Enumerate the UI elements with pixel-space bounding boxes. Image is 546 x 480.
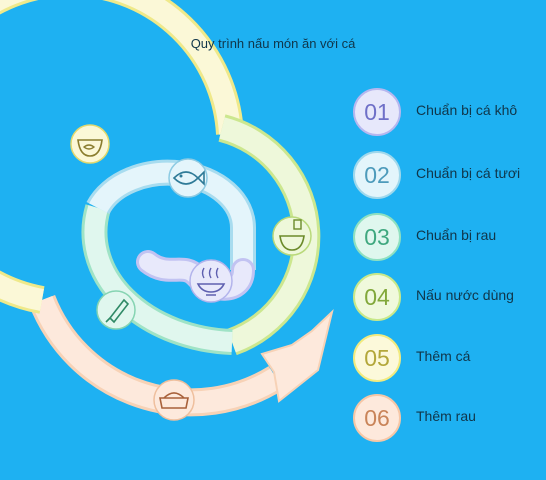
fish-icon (168, 158, 208, 198)
step-number-badge: 05 (353, 334, 401, 382)
step-number-badge: 01 (353, 88, 401, 136)
outer-peach-arc (28, 294, 334, 417)
step-number-badge: 03 (353, 213, 401, 261)
step-number-badge: 02 (353, 151, 401, 199)
step-label: Thêm cá (416, 348, 471, 364)
step-label: Thêm rau (416, 408, 476, 424)
step-label: Chuẩn bị rau (416, 227, 497, 243)
middle-blue-arc (86, 159, 257, 270)
step-number-badge: 06 (353, 394, 401, 442)
fish-dish-icon (153, 379, 195, 421)
step-label: Nấu nước dùng (416, 287, 514, 303)
step-04: 04 Nấu nước dùng (353, 273, 543, 321)
rice-bowl-icon (272, 216, 312, 256)
step-03: 03 Chuẩn bị rau (353, 213, 543, 261)
steaming-dish-icon (189, 259, 233, 303)
knife-icon (96, 290, 136, 330)
bowl-fish-icon (70, 124, 110, 164)
diagram-title: Quy trình nấu món ăn với cá (190, 36, 356, 51)
step-label: Chuẩn bị cá tươi (416, 165, 521, 181)
step-06: 06 Thêm rau (353, 394, 543, 442)
outer-yellow-arc (0, 0, 244, 314)
step-02: 02 Chuẩn bị cá tươi (353, 151, 543, 199)
step-number-badge: 04 (353, 273, 401, 321)
step-01: 01 Chuẩn bị cá khô (353, 88, 543, 136)
step-label: Chuẩn bị cá khô (416, 102, 518, 118)
step-05: 05 Thêm cá (353, 334, 543, 382)
